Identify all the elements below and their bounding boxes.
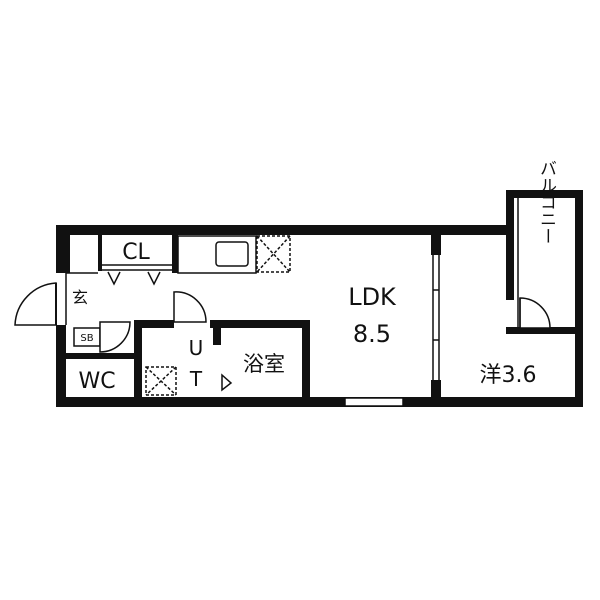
wall-utility-top-right bbox=[210, 320, 310, 328]
balcony-door bbox=[519, 297, 551, 329]
entrance-door bbox=[14, 282, 57, 326]
wall-ldk-western bbox=[431, 225, 441, 255]
wall-utility-top bbox=[134, 320, 174, 328]
balcony-wall-top bbox=[506, 190, 583, 198]
balcony-label: バルコニー bbox=[536, 160, 556, 245]
utility-door bbox=[173, 291, 207, 323]
balcony-wall-left bbox=[506, 190, 514, 300]
wc-door bbox=[99, 321, 131, 353]
wall-closet-right bbox=[172, 235, 178, 273]
wall-bottom bbox=[56, 397, 582, 407]
washer-space bbox=[145, 366, 177, 396]
kitchen-counter bbox=[177, 235, 257, 274]
closet-door-marks bbox=[107, 271, 121, 286]
doors bbox=[14, 282, 551, 353]
ldk-size-label: 8.5 bbox=[353, 320, 391, 348]
toilet-label: WC bbox=[78, 369, 115, 394]
western-room-label: 洋3.6 bbox=[480, 363, 537, 388]
utility-label-u: U bbox=[189, 336, 204, 360]
closet-box bbox=[98, 235, 102, 271]
wall-left bbox=[56, 325, 66, 407]
ldk-window bbox=[344, 397, 404, 407]
shoe-box-label: SB bbox=[80, 333, 93, 344]
refrigerator-space bbox=[256, 235, 291, 273]
wall-wc-top bbox=[56, 353, 138, 359]
wall-bath-right bbox=[302, 320, 310, 407]
balcony-sill bbox=[506, 327, 583, 334]
wall-utility-left bbox=[134, 320, 142, 407]
bathroom-label: 浴室 bbox=[243, 352, 285, 376]
walls bbox=[56, 190, 583, 407]
utility-label-t: T bbox=[189, 367, 203, 391]
fixtures bbox=[65, 198, 519, 407]
entrance-label: 玄 bbox=[72, 288, 88, 307]
wall-ldk-western-bottom bbox=[431, 380, 441, 402]
ldk-name-label: LDK bbox=[348, 283, 397, 311]
wall-top bbox=[56, 225, 506, 235]
bath-door-mark bbox=[221, 373, 233, 392]
wall-right bbox=[575, 332, 583, 407]
room-labels: CL 玄 SB WC U T 浴室 LDK 8.5 洋3.6 バルコニー bbox=[72, 160, 556, 395]
balcony-wall-right bbox=[575, 190, 583, 334]
wall-left-block bbox=[56, 225, 70, 273]
closet-label: CL bbox=[122, 240, 150, 265]
kitchen-sink bbox=[215, 241, 249, 267]
wall-utility-bath bbox=[213, 320, 221, 345]
